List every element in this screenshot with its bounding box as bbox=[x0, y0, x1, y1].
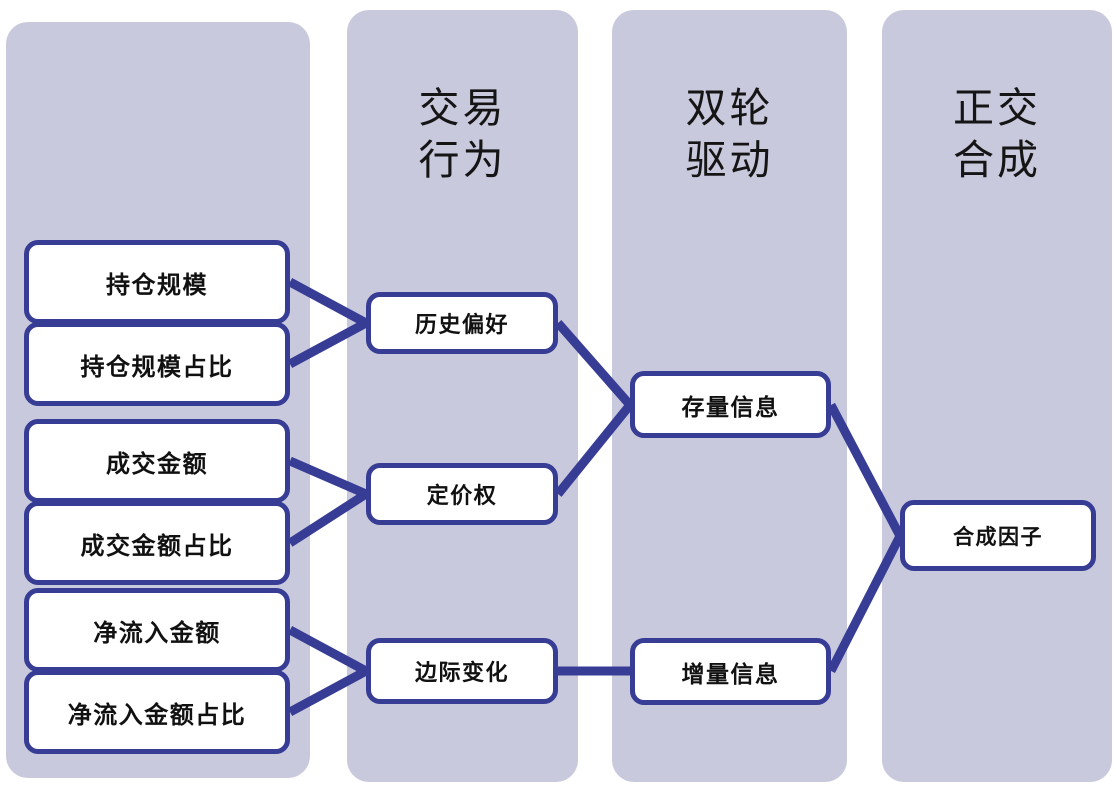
node-label: 持仓规模 bbox=[106, 272, 208, 299]
node-pricing-power[interactable]: 定价权 bbox=[366, 463, 558, 525]
node-holding-size[interactable]: 持仓规模 bbox=[24, 240, 290, 324]
panel-4-title: 正交 合成 bbox=[953, 85, 1041, 184]
node-stock-information[interactable]: 存量信息 bbox=[630, 371, 831, 438]
node-label: 合成因子 bbox=[953, 524, 1043, 549]
node-label: 成交金额 bbox=[106, 451, 208, 478]
node-label: 历史偏好 bbox=[414, 312, 509, 337]
node-label: 净流入金额 bbox=[93, 620, 221, 647]
node-turnover-amount[interactable]: 成交金额 bbox=[24, 419, 290, 503]
node-historical-preference[interactable]: 历史偏好 bbox=[366, 292, 558, 354]
node-incremental-information[interactable]: 增量信息 bbox=[630, 638, 831, 705]
node-holding-size-ratio[interactable]: 持仓规模占比 bbox=[24, 322, 290, 406]
node-label: 边际变化 bbox=[414, 660, 509, 685]
node-net-inflow-amount[interactable]: 净流入金额 bbox=[24, 588, 290, 672]
node-marginal-change[interactable]: 边际变化 bbox=[366, 638, 558, 704]
panel-2-title: 交易 行为 bbox=[418, 85, 507, 184]
panel-3-title: 双轮 驱动 bbox=[685, 85, 774, 184]
node-composite-factor[interactable]: 合成因子 bbox=[900, 500, 1096, 571]
node-turnover-amount-ratio[interactable]: 成交金额占比 bbox=[24, 501, 290, 585]
node-label: 持仓规模占比 bbox=[80, 354, 234, 381]
node-label: 存量信息 bbox=[681, 394, 780, 420]
node-label: 增量信息 bbox=[681, 661, 780, 687]
panel-orthogonal-synthesis: 正交 合成 bbox=[882, 10, 1112, 782]
node-label: 成交金额占比 bbox=[80, 533, 234, 560]
node-label: 定价权 bbox=[426, 483, 498, 508]
node-net-inflow-amount-ratio[interactable]: 净流入金额占比 bbox=[24, 670, 290, 754]
node-label: 净流入金额占比 bbox=[67, 702, 247, 729]
